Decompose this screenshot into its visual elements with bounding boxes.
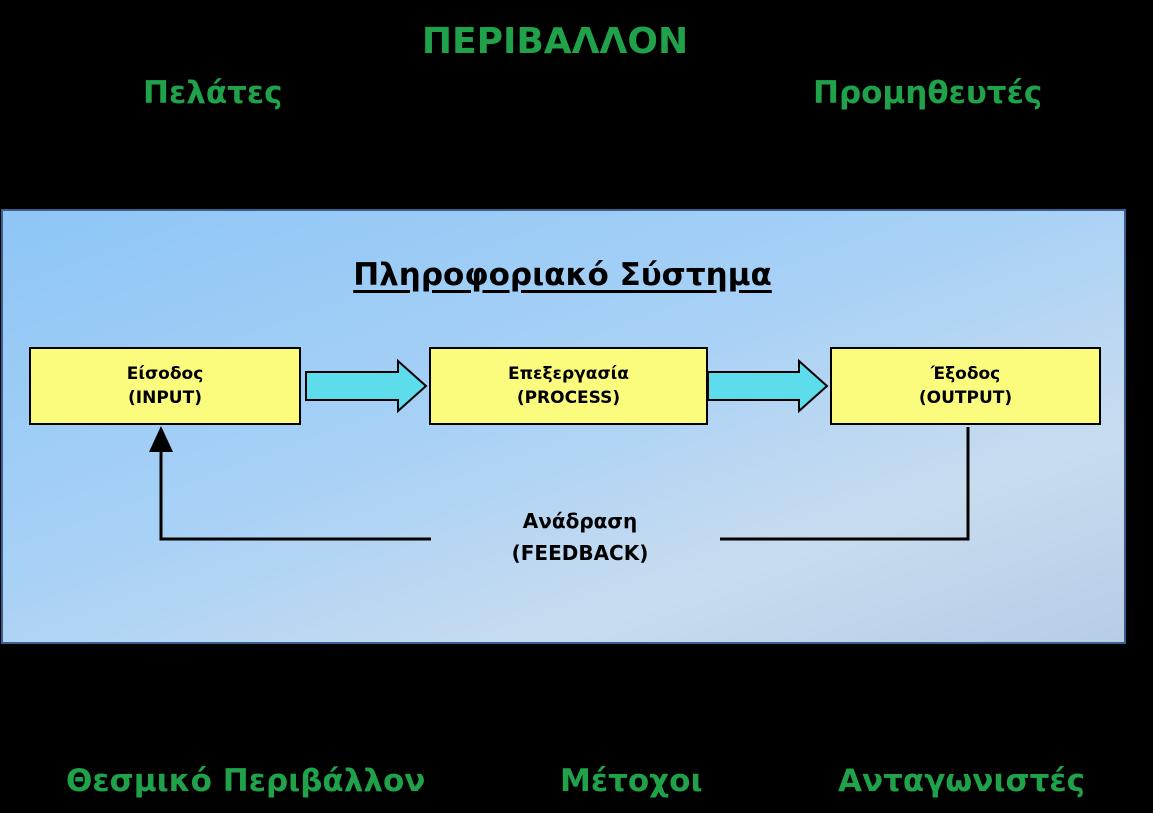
output-label: Έξοδος [930, 364, 1001, 384]
process-block: Επεξεργασία (PROCESS) [429, 347, 708, 425]
environment-customers: Πελάτες [143, 75, 283, 111]
environment-competitors: Ανταγωνιστές [838, 763, 1086, 799]
process-sublabel: (PROCESS) [516, 388, 621, 408]
environment-suppliers: Προμηθευτές [813, 75, 1043, 111]
feedback-label: Ανάδραση [522, 509, 638, 533]
input-block: Είσοδος (INPUT) [29, 347, 301, 425]
feedback-label-group: Ανάδραση (FEEDBACK) [440, 505, 720, 569]
output-sublabel: (OUTPUT) [918, 388, 1013, 408]
environment-institutional: Θεσμικό Περιβάλλον [66, 763, 426, 799]
feedback-sublabel: (FEEDBACK) [511, 541, 649, 565]
information-system-panel [1, 209, 1126, 644]
output-block: Έξοδος (OUTPUT) [830, 347, 1101, 425]
input-sublabel: (INPUT) [128, 388, 202, 408]
environment-shareholders: Μέτοχοι [560, 763, 703, 799]
input-label: Είσοδος [126, 364, 204, 384]
process-label: Επεξεργασία [507, 364, 629, 384]
environment-title: ΠΕΡΙΒΑΛΛΟΝ [421, 21, 689, 62]
information-system-title: Πληροφοριακό Σύστημα [353, 257, 772, 293]
